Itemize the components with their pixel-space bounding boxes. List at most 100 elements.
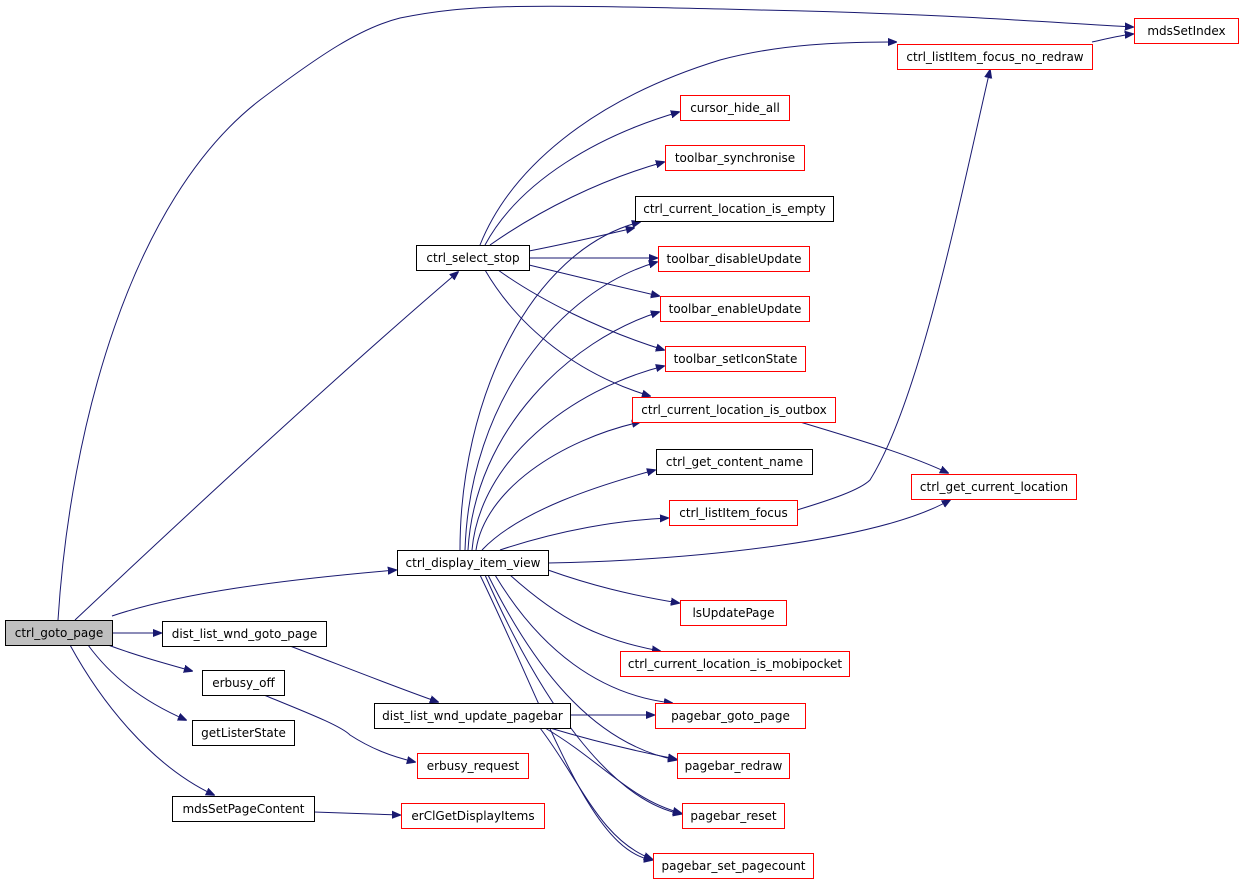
- node-box: [162, 621, 327, 647]
- node-box: [656, 449, 813, 475]
- node-ctrl_get_current_location[interactable]: ctrl_get_current_location: [911, 474, 1077, 500]
- edge-erbusy_off-to-erbusy_request: [263, 694, 415, 762]
- node-box: [911, 474, 1077, 500]
- node-box: [172, 796, 315, 822]
- edge-mdsSetPageContent-to-erClGetDisplayItems: [313, 812, 400, 815]
- node-toolbar_setIconState[interactable]: toolbar_setIconState: [665, 346, 806, 372]
- node-label: pagebar_redraw: [685, 759, 783, 773]
- node-ctrl_select_stop[interactable]: ctrl_select_stop: [416, 245, 530, 271]
- node-box: [202, 670, 285, 696]
- edge-ctrl_display_item_view-to-ctrl_current_location_is_mobipocket: [509, 574, 660, 651]
- node-label: ctrl_listItem_focus: [679, 506, 788, 520]
- edges: [57, 5, 1133, 860]
- node-box: [655, 703, 806, 729]
- node-box: [653, 853, 814, 879]
- edge-ctrl_listItem_focus_no_redraw-to-mdsSetIndex: [1091, 34, 1133, 43]
- edge-ctrl_display_item_view-to-pagebar_redraw: [487, 574, 676, 760]
- node-box: [374, 703, 571, 729]
- node-ctrl_listItem_focus_no_redraw[interactable]: ctrl_listItem_focus_no_redraw: [897, 44, 1093, 70]
- node-label: mdsSetIndex: [1147, 24, 1225, 38]
- node-box: [635, 196, 834, 222]
- node-box: [620, 651, 850, 677]
- node-box: [682, 803, 785, 829]
- node-label: erbusy_request: [427, 759, 520, 773]
- node-box: [397, 550, 549, 576]
- edge-ctrl_display_item_view-to-toolbar_disableUpdate: [464, 262, 657, 551]
- node-label: pagebar_set_pagecount: [661, 859, 805, 873]
- edge-dist_list_wnd_update_pagebar-to-pagebar_reset: [544, 727, 681, 813]
- node-toolbar_synchronise[interactable]: toolbar_synchronise: [665, 145, 805, 171]
- node-mdsSetIndex[interactable]: mdsSetIndex: [1134, 18, 1239, 44]
- node-cursor_hide_all[interactable]: cursor_hide_all: [680, 95, 790, 121]
- edge-ctrl_select_stop-to-toolbar_enableUpdate: [528, 264, 659, 296]
- node-pagebar_goto_page[interactable]: pagebar_goto_page: [655, 703, 806, 729]
- edge-ctrl_select_stop-to-ctrl_listItem_focus_no_redraw: [479, 42, 896, 246]
- node-label: getListerState: [201, 726, 286, 740]
- edge-ctrl_select_stop-to-ctrl_current_location_is_outbox: [484, 269, 650, 396]
- node-getListerState[interactable]: getListerState: [192, 720, 295, 746]
- node-erbusy_off[interactable]: erbusy_off: [202, 670, 285, 696]
- edge-ctrl_goto_page-to-ctrl_display_item_view: [111, 570, 396, 617]
- node-ctrl_current_location_is_empty[interactable]: ctrl_current_location_is_empty: [635, 196, 834, 222]
- node-box: [401, 803, 545, 829]
- node-label: ctrl_select_stop: [426, 251, 519, 265]
- node-box: [416, 245, 530, 271]
- node-box: [897, 44, 1093, 70]
- edge-ctrl_display_item_view-to-pagebar_set_pagecount: [479, 574, 652, 860]
- edge-ctrl_display_item_view-to-ctrl_current_location_is_outbox: [475, 422, 640, 551]
- node-box: [665, 145, 805, 171]
- node-box: [680, 600, 787, 626]
- node-label: mdsSetPageContent: [182, 802, 304, 816]
- node-label: ctrl_listItem_focus_no_redraw: [906, 50, 1083, 64]
- node-ctrl_get_content_name[interactable]: ctrl_get_content_name: [656, 449, 813, 475]
- node-erClGetDisplayItems[interactable]: erClGetDisplayItems: [401, 803, 545, 829]
- node-label: toolbar_setIconState: [674, 352, 798, 366]
- edge-ctrl_display_item_view-to-ctrl_listItem_focus: [499, 518, 668, 551]
- node-label: toolbar_enableUpdate: [669, 302, 802, 316]
- node-ctrl_current_location_is_outbox[interactable]: ctrl_current_location_is_outbox: [632, 397, 836, 423]
- node-box: [669, 500, 798, 526]
- node-ctrl_current_location_is_mobipocket[interactable]: ctrl_current_location_is_mobipocket: [620, 651, 850, 677]
- node-label: ctrl_display_item_view: [406, 556, 541, 570]
- edge-ctrl_select_stop-to-cursor_hide_all: [484, 112, 679, 246]
- node-label: toolbar_disableUpdate: [667, 252, 802, 266]
- node-label: toolbar_synchronise: [675, 151, 795, 165]
- node-ctrl_goto_page[interactable]: ctrl_goto_page: [5, 620, 113, 646]
- edge-ctrl_current_location_is_outbox-to-ctrl_get_current_location: [799, 421, 948, 473]
- node-label: ctrl_get_current_location: [920, 480, 1068, 494]
- node-label: lsUpdatePage: [692, 606, 774, 620]
- node-label: erbusy_off: [212, 676, 275, 690]
- edge-ctrl_display_item_view-to-ctrl_get_current_location: [547, 500, 950, 564]
- edge-ctrl_listItem_focus-to-ctrl_listItem_focus_no_redraw: [796, 70, 990, 511]
- node-dist_list_wnd_goto_page[interactable]: dist_list_wnd_goto_page: [162, 621, 327, 647]
- edge-ctrl_display_item_view-to-ctrl_current_location_is_empty: [459, 222, 640, 551]
- node-label: cursor_hide_all: [690, 101, 780, 115]
- edge-ctrl_goto_page-to-getListerState: [87, 644, 186, 720]
- node-pagebar_set_pagecount[interactable]: pagebar_set_pagecount: [653, 853, 814, 879]
- node-label: pagebar_reset: [690, 809, 777, 823]
- node-toolbar_enableUpdate[interactable]: toolbar_enableUpdate: [660, 296, 810, 322]
- node-box: [5, 620, 113, 646]
- edge-ctrl_select_stop-to-toolbar_synchronise: [489, 162, 664, 246]
- node-pagebar_redraw[interactable]: pagebar_redraw: [677, 753, 790, 779]
- node-pagebar_reset[interactable]: pagebar_reset: [682, 803, 785, 829]
- node-box: [192, 720, 295, 746]
- node-ctrl_display_item_view[interactable]: ctrl_display_item_view: [397, 550, 549, 576]
- node-ctrl_listItem_focus[interactable]: ctrl_listItem_focus: [669, 500, 798, 526]
- node-label: dist_list_wnd_goto_page: [172, 627, 318, 641]
- node-box: [658, 246, 810, 272]
- node-box: [665, 346, 806, 372]
- edge-dist_list_wnd_update_pagebar-to-pagebar_set_pagecount: [539, 727, 652, 859]
- edge-ctrl_goto_page-to-mdsSetPageContent: [69, 644, 214, 795]
- edge-dist_list_wnd_goto_page-to-dist_list_wnd_update_pagebar: [289, 645, 438, 702]
- node-box: [660, 296, 810, 322]
- node-toolbar_disableUpdate[interactable]: toolbar_disableUpdate: [658, 246, 810, 272]
- node-mdsSetPageContent[interactable]: mdsSetPageContent: [172, 796, 315, 822]
- node-lsUpdatePage[interactable]: lsUpdatePage: [680, 600, 787, 626]
- node-erbusy_request[interactable]: erbusy_request: [417, 753, 529, 779]
- edge-ctrl_goto_page-to-ctrl_select_stop: [74, 272, 458, 621]
- node-dist_list_wnd_update_pagebar[interactable]: dist_list_wnd_update_pagebar: [374, 703, 571, 729]
- node-label: erClGetDisplayItems: [411, 809, 534, 823]
- node-label: ctrl_current_location_is_mobipocket: [628, 657, 843, 671]
- node-label: ctrl_get_content_name: [666, 455, 803, 469]
